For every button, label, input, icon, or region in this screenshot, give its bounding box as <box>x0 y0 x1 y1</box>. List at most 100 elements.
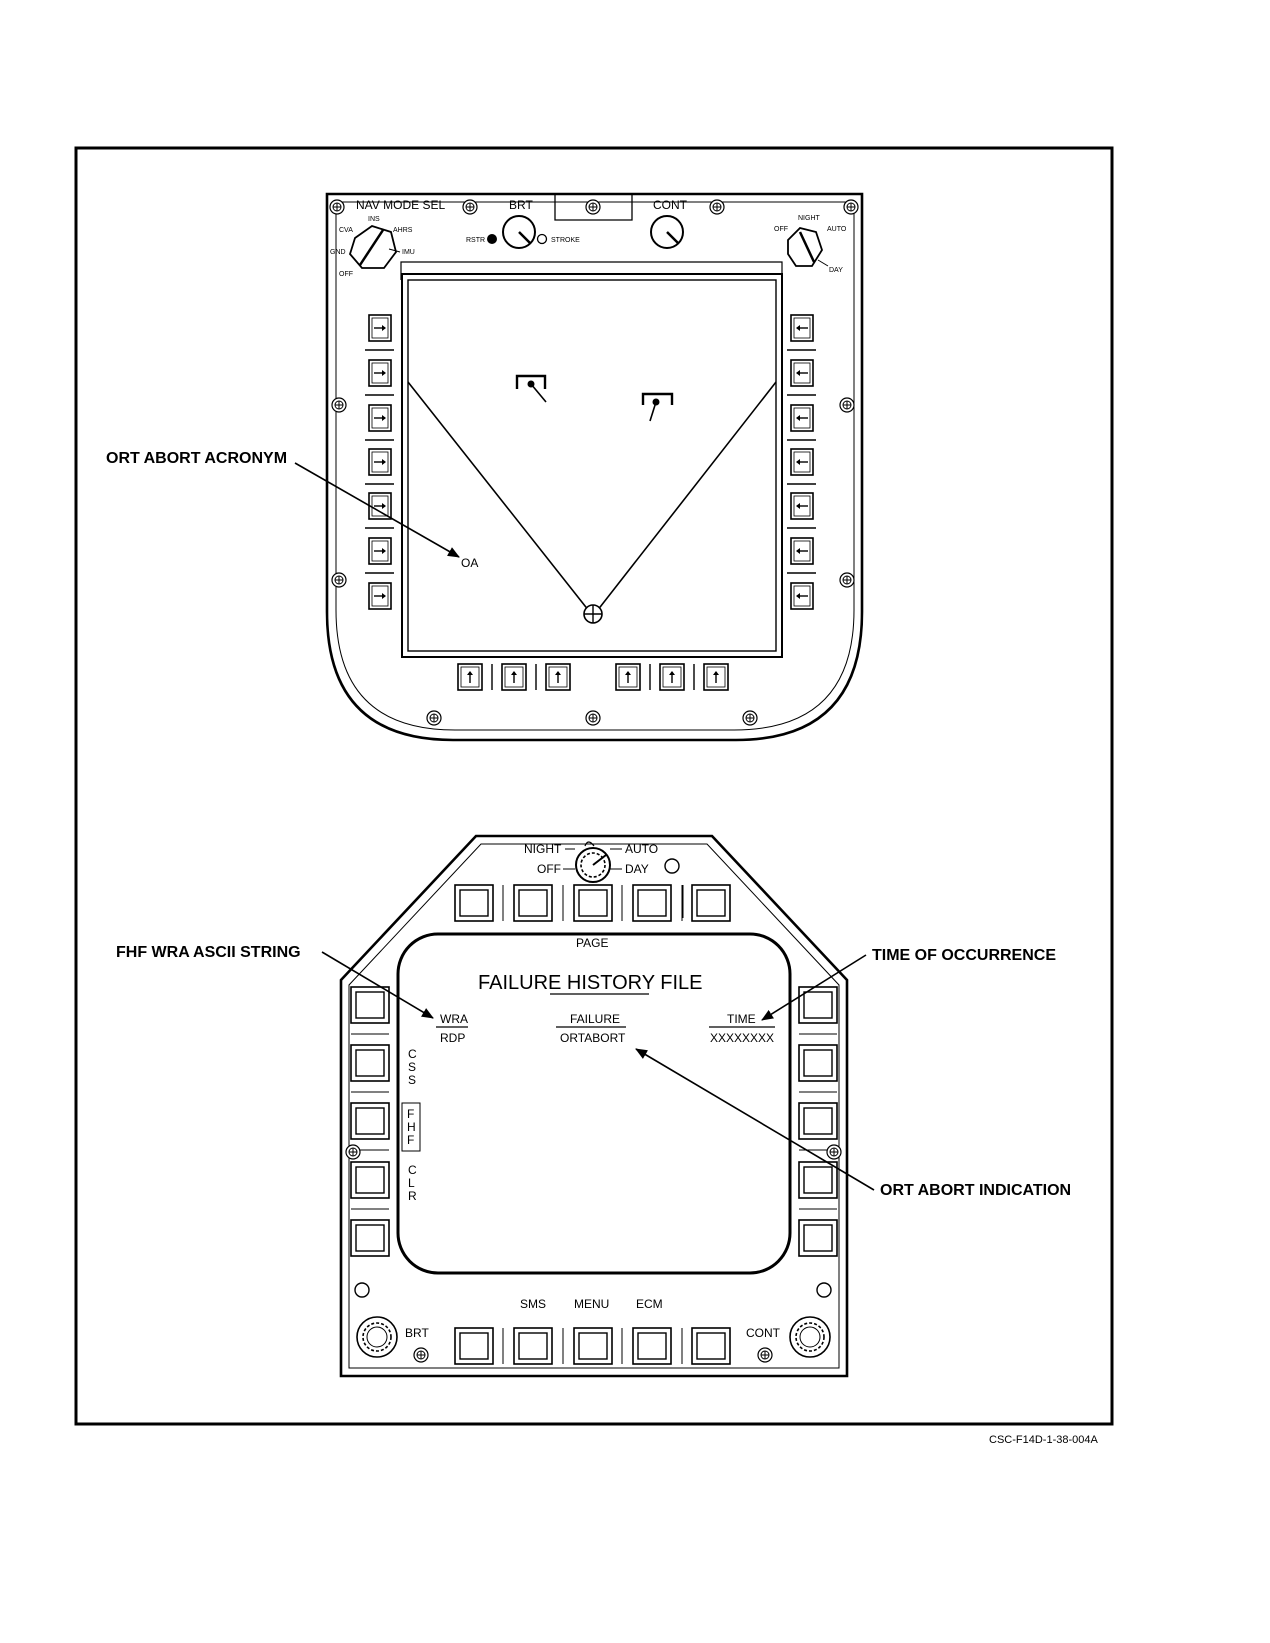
stroke-indicator <box>536 233 548 245</box>
right-button-1[interactable] <box>790 314 814 342</box>
callout-ort-abort-indication: ORT ABORT INDICATION <box>880 1182 1071 1199</box>
left-button-4[interactable] <box>368 448 392 476</box>
ort-abort-acronym-text: OA <box>461 556 478 570</box>
brt-knob-2[interactable] <box>356 1316 398 1358</box>
option-label-clr: C L R <box>408 1163 417 1203</box>
fhf-title: FAILURE HISTORY FILE <box>478 972 703 994</box>
bottom-pushbutton-ecm[interactable] <box>632 1327 672 1365</box>
bottom-button-4[interactable] <box>615 663 641 691</box>
left-button-6[interactable] <box>368 537 392 565</box>
left-pushbutton-5[interactable] <box>350 1219 390 1257</box>
ecm-label: ECM <box>636 1297 663 1311</box>
right-button-6[interactable] <box>790 537 814 565</box>
top-pushbutton-2[interactable] <box>513 884 553 922</box>
cont-knob-2[interactable] <box>789 1316 831 1358</box>
fhf-screen <box>396 932 792 1275</box>
nav-mode-selector-knob[interactable] <box>348 225 401 269</box>
left-button-2[interactable] <box>368 359 392 387</box>
right-pushbutton-3[interactable] <box>798 1102 838 1140</box>
mode-day-label: DAY <box>829 267 843 274</box>
left-button-1[interactable] <box>368 314 392 342</box>
bottom-bezel-buttons <box>457 663 729 691</box>
figure-frame <box>74 146 1114 1426</box>
left-button-3[interactable] <box>368 404 392 432</box>
wra-header: WRA <box>440 1012 468 1026</box>
sms-label: SMS <box>520 1297 546 1311</box>
right-pushbutton-4[interactable] <box>798 1161 838 1199</box>
callout-arrow <box>321 951 434 1019</box>
right-pushbutton-2[interactable] <box>798 1044 838 1082</box>
svg-text:H: H <box>407 1120 416 1134</box>
svg-text:C: C <box>408 1163 417 1177</box>
right-pushbutton-5[interactable] <box>798 1219 838 1257</box>
cont-label-2: CONT <box>746 1326 781 1340</box>
callout-ort-abort-acronym: ORT ABORT ACRONYM <box>106 450 287 467</box>
mode-off-label: OFF <box>774 226 788 233</box>
top-pushbutton-5[interactable] <box>691 884 731 922</box>
bottom-button-6[interactable] <box>703 663 729 691</box>
top-pushbutton-1[interactable] <box>454 884 494 922</box>
callout-arrow <box>635 1048 875 1191</box>
menu-label: MENU <box>574 1297 609 1311</box>
bottom-button-2[interactable] <box>501 663 527 691</box>
bottom-pushbutton-1[interactable] <box>454 1327 494 1365</box>
knob-night-label: NIGHT <box>524 842 562 856</box>
failure-header: FAILURE <box>570 1012 620 1026</box>
right-button-2[interactable] <box>790 359 814 387</box>
page-label: PAGE <box>576 936 608 950</box>
left-pushbutton-css[interactable] <box>350 1044 390 1082</box>
left-button-7[interactable] <box>368 582 392 610</box>
top-pushbutton-page[interactable] <box>573 884 613 922</box>
stroke-label: STROKE <box>551 237 580 244</box>
left-pushbutton-fhf[interactable] <box>350 1102 390 1140</box>
right-bezel-buttons <box>787 314 816 610</box>
cont-label: CONT <box>653 198 688 212</box>
svg-text:S: S <box>408 1060 416 1074</box>
callout-arrow <box>294 462 460 558</box>
bottom-button-3[interactable] <box>545 663 571 691</box>
knob-auto-label: AUTO <box>625 842 658 856</box>
mode-night-label: NIGHT <box>798 215 821 222</box>
nav-pos-ahrs: AHRS <box>393 227 413 234</box>
cont-knob[interactable] <box>650 215 684 249</box>
left-bezel-buttons <box>365 314 394 610</box>
bottom-button-5[interactable] <box>659 663 685 691</box>
bottom-pushbutton-sms[interactable] <box>513 1327 553 1365</box>
right-button-4[interactable] <box>790 448 814 476</box>
top-screen-bezel <box>401 273 783 658</box>
bottom-button-1[interactable] <box>457 663 483 691</box>
screw-icon <box>345 1144 361 1160</box>
target-symbol-right <box>641 392 674 422</box>
top-pushbutton-4[interactable] <box>632 884 672 922</box>
display-mode-knob[interactable] <box>787 227 829 267</box>
svg-text:F: F <box>407 1107 414 1121</box>
screw-icon <box>742 710 758 726</box>
time-header: TIME <box>727 1012 756 1026</box>
screw-icon <box>413 1347 429 1363</box>
screw-icon <box>426 710 442 726</box>
bottom-pushbutton-menu[interactable] <box>573 1327 613 1365</box>
top-display-unit: NAV MODE SEL INS CVA AHRS GND IMU OFF BR… <box>325 192 864 742</box>
bottom-pushbutton-5[interactable] <box>691 1327 731 1365</box>
mode-auto-label: AUTO <box>827 226 847 233</box>
left-button-5[interactable] <box>368 492 392 520</box>
svg-text:F: F <box>407 1133 414 1147</box>
right-button-5[interactable] <box>790 492 814 520</box>
nav-pos-off: OFF <box>339 271 353 278</box>
display-mode-knob-2[interactable] <box>575 841 611 883</box>
screw-icon <box>757 1347 773 1363</box>
left-pushbutton-1[interactable] <box>350 986 390 1024</box>
screw-icon <box>709 199 725 215</box>
nav-pos-cva: CVA <box>339 227 353 234</box>
screw-icon <box>585 199 601 215</box>
svg-text:C: C <box>408 1047 417 1061</box>
right-button-3[interactable] <box>790 404 814 432</box>
rstr-label: RSTR <box>466 237 485 244</box>
nav-mode-sel-label: NAV MODE SEL <box>356 198 445 212</box>
brt-knob[interactable] <box>502 215 536 249</box>
svg-text:L: L <box>408 1176 415 1190</box>
left-pushbutton-clr[interactable] <box>350 1161 390 1199</box>
right-button-7[interactable] <box>790 582 814 610</box>
figure-id: CSC-F14D-1-38-004A <box>989 1434 1098 1446</box>
